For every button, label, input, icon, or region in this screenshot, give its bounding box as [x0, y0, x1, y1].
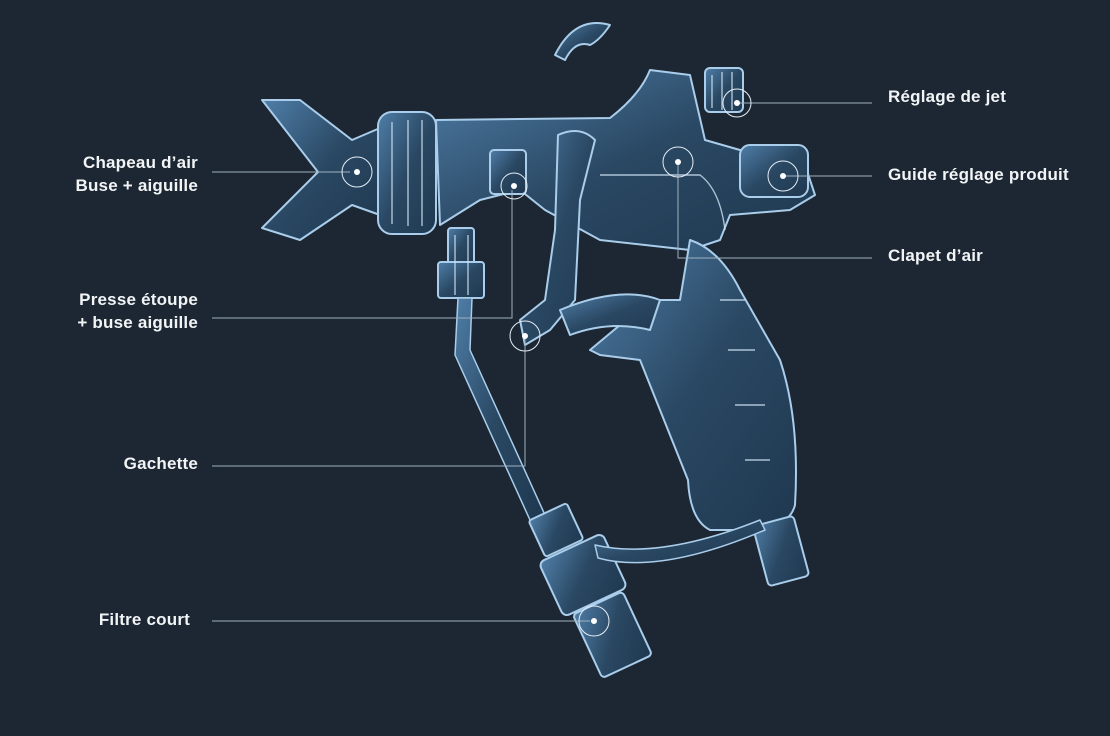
label-presse-etoupe-line1: Presse étoupe [79, 290, 198, 309]
leader-clapet [677, 162, 872, 259]
label-chapeau-air: Chapeau d’air Buse + aiguille [75, 151, 198, 197]
label-chapeau-air-line2: Buse + aiguille [75, 176, 198, 195]
label-guide-reglage: Guide réglage produit [888, 163, 1069, 186]
label-presse-etoupe-line2: + buse aiguille [77, 313, 198, 332]
leader-lines [212, 102, 872, 622]
packing-nut [489, 149, 527, 195]
tube-fitting-top [447, 227, 475, 265]
tube-nut-top [437, 261, 485, 299]
leader-presse [212, 190, 513, 319]
marker-clapet [662, 146, 694, 178]
label-filtre-court-line1: Filtre court [98, 610, 190, 629]
trigger [519, 130, 596, 346]
filter-nut [528, 502, 584, 558]
air-cap-ring [377, 111, 437, 235]
link-tube [594, 519, 766, 564]
label-reglage-jet: Réglage de jet [888, 85, 1006, 108]
rear-nut [739, 144, 809, 198]
label-clapet-air: Clapet d’air [888, 244, 983, 267]
trigger-guard [559, 293, 661, 336]
label-guide-reglage-line1: Guide réglage produit [888, 165, 1069, 184]
marker-chapeau [341, 156, 373, 188]
marker-gachette [509, 320, 541, 352]
label-chapeau-air-line1: Chapeau d’air [82, 153, 198, 172]
marker-presse [500, 172, 528, 200]
handle [589, 239, 797, 531]
gun-details [391, 72, 770, 461]
label-clapet-air-line1: Clapet d’air [888, 246, 983, 265]
air-cap-wings [261, 99, 381, 241]
label-filtre-court: Filtre court [99, 608, 190, 631]
label-gachette: Gachette [124, 452, 198, 475]
label-reglage-jet-line1: Réglage de jet [888, 87, 1007, 106]
leader-gachette [212, 338, 526, 467]
hook [554, 22, 611, 61]
marker-filtre [578, 605, 610, 637]
label-presse-etoupe: Presse étoupe + buse aiguille [77, 288, 198, 334]
handle-fitting [752, 515, 810, 587]
label-gachette-line1: Gachette [123, 454, 198, 473]
callout-markers [341, 88, 799, 637]
marker-guide [767, 160, 799, 192]
filter-outlet [573, 591, 652, 678]
marker-reglage [722, 88, 752, 118]
